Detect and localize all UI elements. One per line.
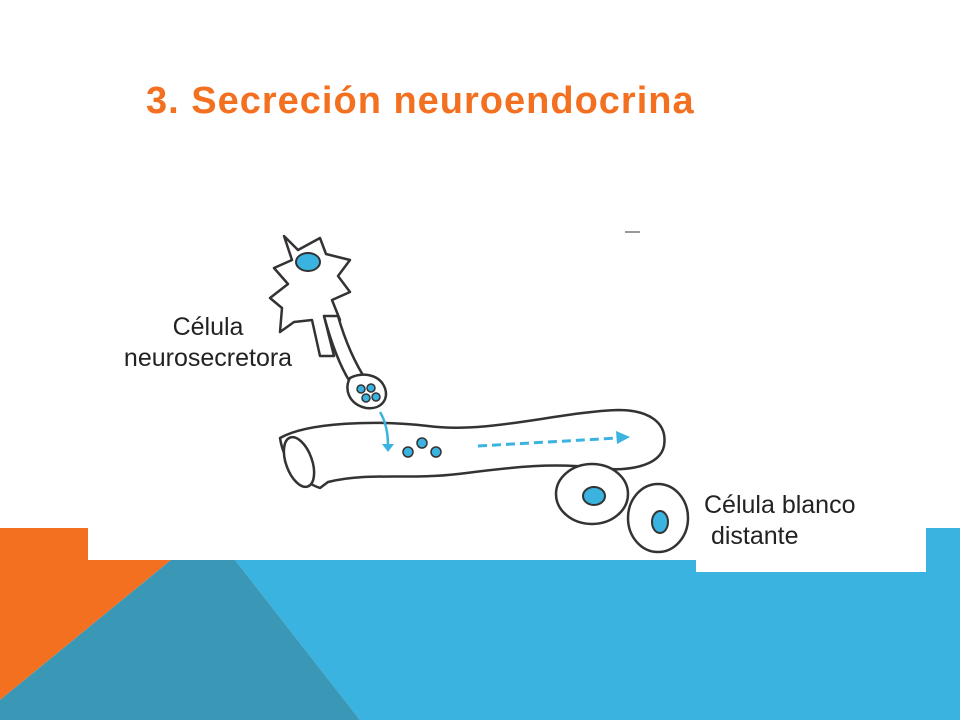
- vesicle: [356, 384, 366, 394]
- vesicle: [366, 383, 376, 393]
- neurosecretory-label-line1: Célula: [172, 313, 244, 341]
- slide-title: 3. Secreción neuroendocrina: [146, 80, 695, 122]
- hormone-particle: [430, 446, 442, 458]
- vesicle: [361, 393, 371, 403]
- neurosecretory-label-line2: neurosecretora: [123, 344, 293, 373]
- target-cell-nucleus: [651, 510, 669, 534]
- target-label-backdrop: [696, 484, 926, 572]
- blood-vessel: [278, 408, 666, 490]
- vesicle: [371, 392, 381, 402]
- target-cell-label: Célula blanco distante: [704, 490, 856, 553]
- teal-band: [0, 528, 360, 720]
- neurosecretory-cell-label: Célula neurosecretora: [92, 312, 324, 375]
- blue-band: [210, 528, 960, 720]
- target-label-line1: Célula blanco: [704, 491, 856, 519]
- hormone-particle: [402, 446, 414, 458]
- neuroendocrine-diagram: [88, 216, 698, 560]
- secretion-arrow: [378, 411, 390, 447]
- target-label-line2: distante: [704, 522, 799, 551]
- flow-arrow-head: [616, 431, 630, 444]
- target-cell-nucleus: [582, 486, 606, 506]
- axon-terminal: [346, 373, 388, 410]
- flow-arrow: [477, 436, 619, 448]
- secretion-arrow-head: [382, 444, 394, 452]
- neuron-nucleus: [295, 252, 321, 272]
- neuron-cell-body: [268, 234, 352, 358]
- vessel-opening: [282, 435, 316, 489]
- hormone-particle: [416, 437, 428, 449]
